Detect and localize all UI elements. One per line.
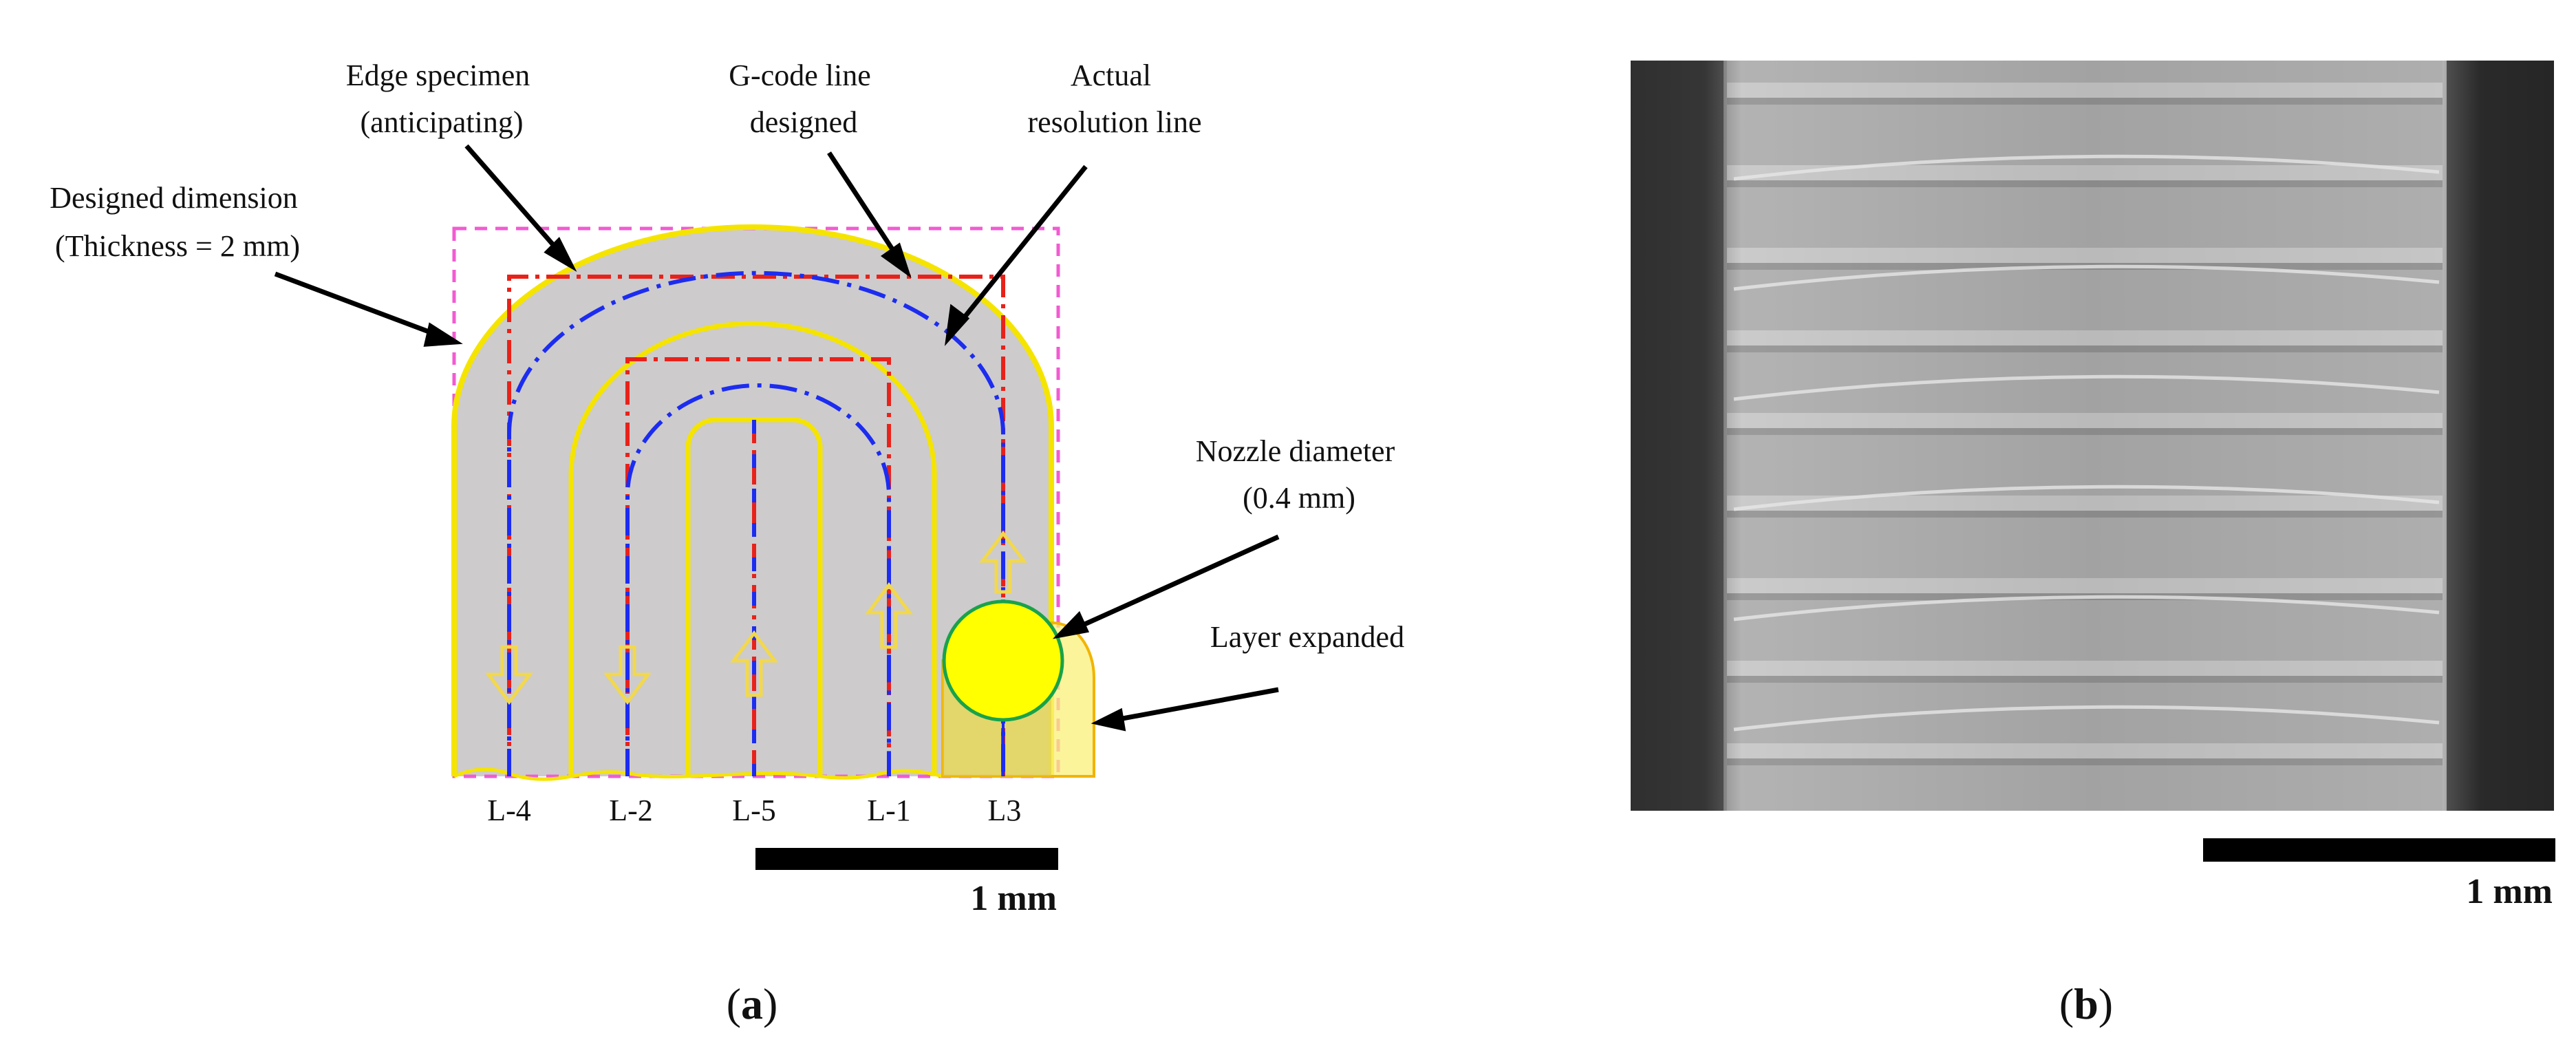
lane-label: L-5 [732,794,776,827]
sem-printed-column [1727,61,2443,811]
resolution-inner-path [625,383,891,776]
nozzle-diameter-label: Nozzle diameter (0.4 mm) [1196,434,1403,515]
sem-layer-ridge [1733,374,2440,401]
hollow-arrow-icon [865,582,913,649]
pointer-arrow-icon [880,242,912,279]
sem-left-edge-shadow [1631,61,1724,811]
scale-bar-b-label: 1 mm [2466,872,2553,911]
actual-resolution-label: Actual resolution line [1028,58,1202,139]
sem-layer-ridge [1733,264,2440,291]
pointer-arrow-icon [1107,687,1279,724]
lane-label: L-4 [487,794,531,827]
panel-a-schematic: Designed dimension (Thickness = 2 mm) Ed… [50,58,1404,1028]
edge-specimen-outline [451,224,1054,776]
hollow-arrow-icon [979,530,1027,594]
caption-b: (b) [2059,979,2113,1028]
scale-bar-b [2203,838,2555,862]
pointer-arrow-icon [464,144,566,259]
sem-right-edge-shadow [2447,61,2554,811]
gcode-line-label: G-code line designed [729,58,878,139]
pointer-arrow-icon [827,151,903,264]
pointer-arrow-icon [1052,610,1090,639]
scale-bar-a-label: 1 mm [970,879,1057,918]
bottom-edge [453,767,943,781]
pointer-arrow-icon [544,237,577,273]
sem-layer-ridge [1733,705,2440,732]
pointer-arrow-icon [953,164,1088,331]
lane-label: L-1 [867,794,911,827]
hollow-arrow-icon [730,630,778,697]
middle-loop-outline [568,321,937,776]
nozzle-circle-icon [942,599,1064,722]
panel-b-micrograph: 1 mm (b) [1631,61,2555,1028]
designed-dimension-label: Designed dimension (Thickness = 2 mm) [50,181,305,263]
pointer-arrow-icon [1066,534,1280,635]
pointer-arrow-icon [423,322,463,347]
hollow-arrow-icon [485,645,533,705]
lane-label: L3 [988,794,1022,827]
layer-expanded-label: Layer expanded [1210,620,1404,654]
pointer-arrow-icon [1091,708,1126,732]
pointer-arrow-icon [944,304,970,346]
pointer-arrow-icon [274,271,449,341]
scale-bar-a [755,848,1058,870]
sem-layer-ridge [1733,154,2440,181]
lane-label: L-2 [609,794,653,827]
caption-a: (a) [727,979,778,1028]
edge-specimen-label: Edge specimen (anticipating) [346,58,538,139]
sem-layer-ridge [1733,595,2440,621]
sem-layer-ridge [1733,485,2440,511]
hollow-arrow-icon [603,645,652,705]
